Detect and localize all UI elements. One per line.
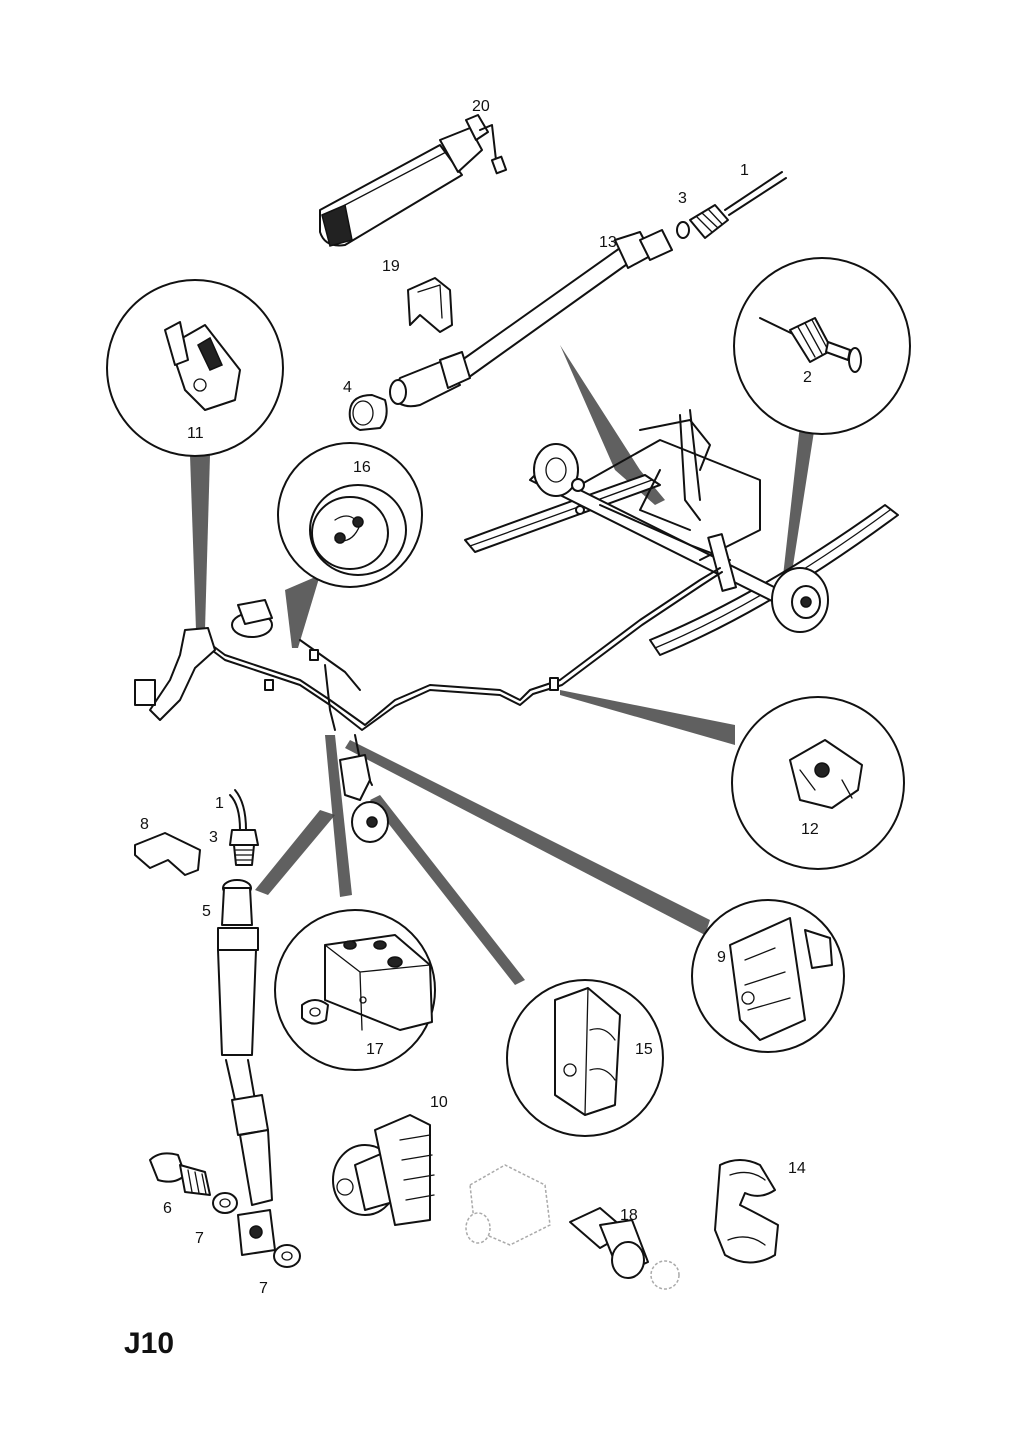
detail-circle-9 <box>691 899 845 1053</box>
callout-12: 12 <box>801 821 819 838</box>
callout-10: 10 <box>430 1094 448 1111</box>
callout-labels: 20 1 3 13 19 2 4 11 16 1 8 3 12 5 9 17 1… <box>140 98 819 1297</box>
callout-13: 13 <box>599 234 617 251</box>
callout-3-left: 3 <box>209 829 218 846</box>
callout-18: 18 <box>620 1207 638 1224</box>
callout-3-top: 3 <box>678 190 687 207</box>
detail-circle-15 <box>506 979 664 1137</box>
part-1-3-5-hose-assembly <box>217 789 276 1256</box>
callout-5: 5 <box>202 903 211 920</box>
brake-pipe-run <box>134 567 723 843</box>
callout-7-a: 7 <box>195 1230 204 1247</box>
detail-circle-17 <box>274 909 436 1071</box>
callout-14: 14 <box>788 1160 806 1177</box>
callout-4: 4 <box>343 379 352 396</box>
leader-wedges <box>190 345 815 985</box>
part-13-flexible-hose <box>389 229 673 408</box>
callout-8: 8 <box>140 816 149 833</box>
part-20-wheel-cylinder <box>319 114 508 247</box>
detail-circle-12 <box>731 696 905 870</box>
part-18-union <box>465 1164 680 1290</box>
detail-circle-2 <box>733 257 911 435</box>
rear-axle-assembly <box>464 409 899 656</box>
detail-circle-16 <box>277 442 423 588</box>
callout-1-left: 1 <box>215 795 224 812</box>
callout-7-b: 7 <box>259 1280 268 1297</box>
callout-1-top: 1 <box>740 162 749 179</box>
part-1-3-pipe-union-top <box>676 171 787 239</box>
part-19-clip <box>407 277 453 333</box>
detail-circle-11 <box>106 279 284 457</box>
callout-2: 2 <box>803 369 812 386</box>
callout-6: 6 <box>163 1200 172 1217</box>
part-4-nut <box>348 394 388 431</box>
part-8-clip <box>134 832 201 876</box>
callout-15: 15 <box>635 1041 653 1058</box>
diagram-code: J10 <box>124 1327 174 1360</box>
part-14-double-clip <box>714 1159 779 1264</box>
part-10-bracket <box>332 1114 435 1226</box>
callout-17: 17 <box>366 1041 384 1058</box>
callout-9: 9 <box>717 949 726 966</box>
callout-11: 11 <box>187 425 204 442</box>
callout-19: 19 <box>382 258 400 275</box>
part-6-7-bolt-washers <box>149 1152 301 1268</box>
callout-16: 16 <box>353 459 371 476</box>
callout-20: 20 <box>472 98 490 115</box>
